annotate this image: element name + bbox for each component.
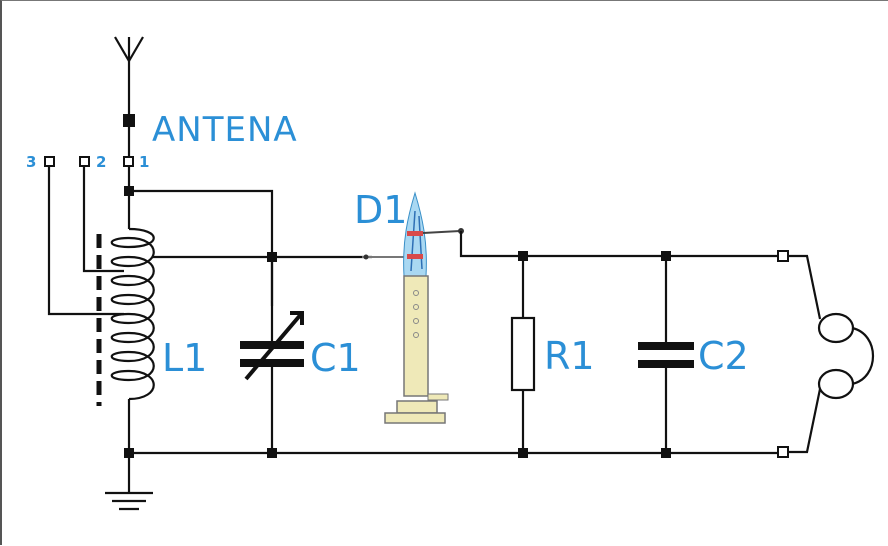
- ground-icon: [105, 458, 153, 511]
- crystal-detector-icon: [362, 191, 464, 424]
- wire-detector-output: [459, 231, 784, 258]
- resistor-icon: [510, 256, 536, 453]
- tap-label-2: 2: [96, 153, 106, 171]
- wire-to-c1: [129, 189, 274, 306]
- variable-capacitor-icon: [240, 262, 304, 453]
- antenna-label: ANTENA: [152, 110, 298, 150]
- tap-label-3: 3: [26, 153, 36, 171]
- antenna-icon: [114, 36, 144, 114]
- resistor-label: R1: [544, 334, 595, 378]
- variable-capacitor-label: C1: [310, 336, 361, 380]
- headphones-icon: [788, 254, 874, 454]
- inductor-icon: [96, 227, 155, 406]
- detector-label: D1: [354, 188, 407, 232]
- tap-terminal-2: [79, 156, 90, 167]
- coil-label: L1: [162, 336, 207, 380]
- capacitor-label: C2: [698, 334, 749, 378]
- headphone-terminal-top: [777, 250, 789, 262]
- tap-wire-2: [82, 166, 124, 273]
- capacitor-icon: [638, 256, 694, 453]
- tap-label-1: 1: [139, 153, 149, 171]
- tap-wire-3: [47, 166, 124, 316]
- tap-terminal-3: [44, 156, 55, 167]
- antenna-connector: [123, 114, 135, 127]
- junction-node: [661, 448, 671, 458]
- junction-node: [267, 252, 277, 262]
- headphone-terminal-bottom: [777, 446, 789, 458]
- tap-terminal-1: [123, 156, 134, 167]
- junction-node: [267, 448, 277, 458]
- junction-node: [124, 448, 134, 458]
- junction-node: [518, 448, 528, 458]
